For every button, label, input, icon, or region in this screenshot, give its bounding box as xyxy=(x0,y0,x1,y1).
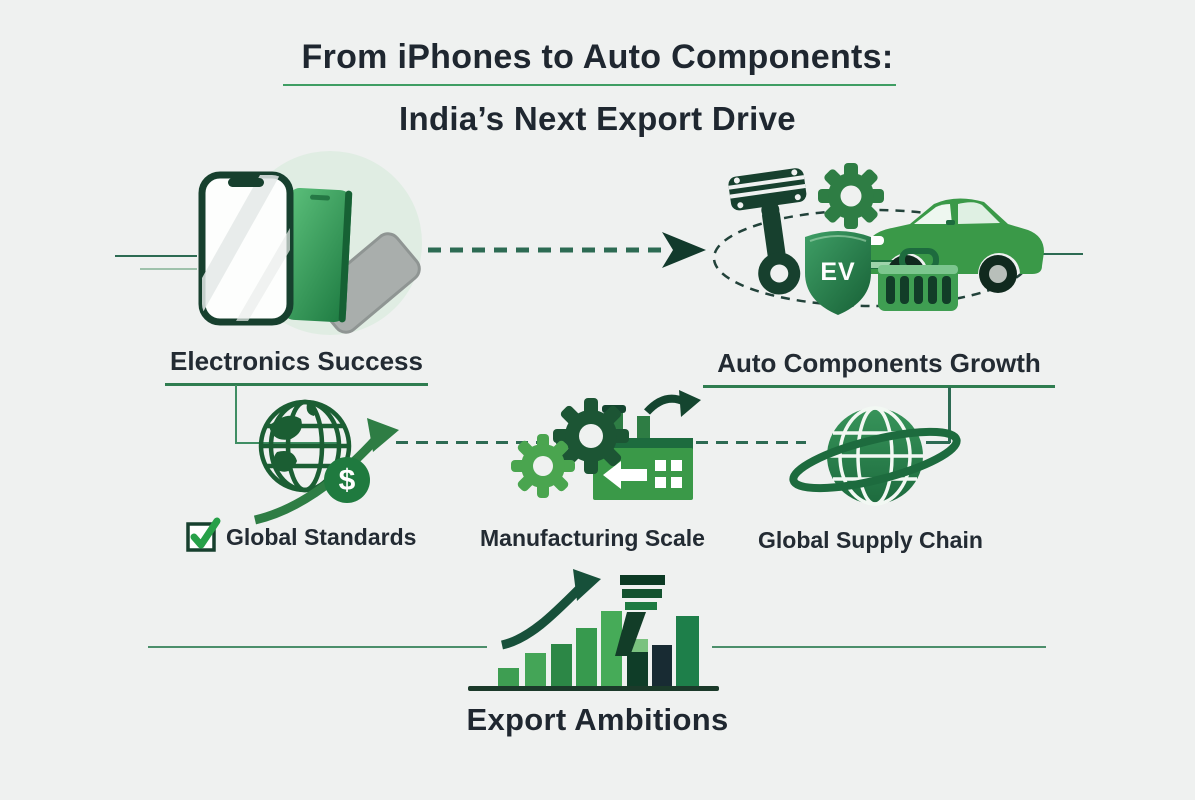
footer-right-line xyxy=(712,646,1046,648)
dollar-coin: $ xyxy=(324,457,370,503)
battery-icon xyxy=(878,248,958,311)
growth-arrow xyxy=(500,581,587,650)
globe-dollar-growth-icon: $ xyxy=(243,390,428,545)
dashed-arrow-right-icon xyxy=(424,226,710,274)
right-edge-line xyxy=(1037,253,1083,255)
orbit-ring xyxy=(789,427,961,493)
auto-components-growth-label: Auto Components Growth xyxy=(717,348,1041,378)
chart-baseline xyxy=(468,686,719,691)
dark-gear xyxy=(553,398,629,474)
gears-factory-icon xyxy=(505,390,705,515)
auto-components-cluster: EV xyxy=(700,150,1050,330)
left-connector-vertical xyxy=(235,385,237,444)
export-ambitions-label: Export Ambitions xyxy=(466,702,729,737)
checkbox-checked-icon xyxy=(186,514,222,552)
title-underline xyxy=(283,84,896,86)
left-edge-line xyxy=(115,255,197,257)
right-connector-horizontal xyxy=(926,441,950,444)
piston-icon xyxy=(728,168,807,295)
swoosh-arrowhead xyxy=(367,418,399,452)
rupee-icon xyxy=(615,575,665,656)
ev-badge-text: EV xyxy=(820,258,855,286)
bar-chart-growth-rupee-icon xyxy=(455,565,765,700)
arrowhead xyxy=(662,232,706,268)
electronics-underline xyxy=(165,383,428,386)
global-standards-label: Global Standards xyxy=(226,524,417,550)
title-line-1: From iPhones to Auto Components: xyxy=(301,38,894,76)
global-supply-chain-label: Global Supply Chain xyxy=(758,527,983,553)
globe-orbit-icon xyxy=(785,388,975,533)
white-phone xyxy=(198,171,294,326)
right-connector-vertical xyxy=(948,387,951,443)
ev-shield-badge: EV xyxy=(805,231,871,315)
export-bars-chart xyxy=(498,611,699,689)
growth-swoosh xyxy=(253,434,381,525)
green-phone xyxy=(282,188,353,323)
gear-icon xyxy=(818,163,884,229)
dollar-symbol: $ xyxy=(339,464,356,497)
auto-underline xyxy=(703,385,1055,388)
light-gear xyxy=(511,434,575,498)
cycle-arrow xyxy=(644,394,687,415)
growth-arrowhead xyxy=(573,569,601,601)
footer-left-line xyxy=(148,646,487,648)
electronics-success-label: Electronics Success xyxy=(170,346,423,376)
manufacturing-scale-label: Manufacturing Scale xyxy=(480,525,705,551)
left-edge-line-faint xyxy=(140,268,197,270)
title-line-2: India’s Next Export Drive xyxy=(399,100,796,137)
smartphones-icon xyxy=(135,145,445,350)
phone-notch xyxy=(228,178,264,187)
left-arrow xyxy=(603,461,647,489)
